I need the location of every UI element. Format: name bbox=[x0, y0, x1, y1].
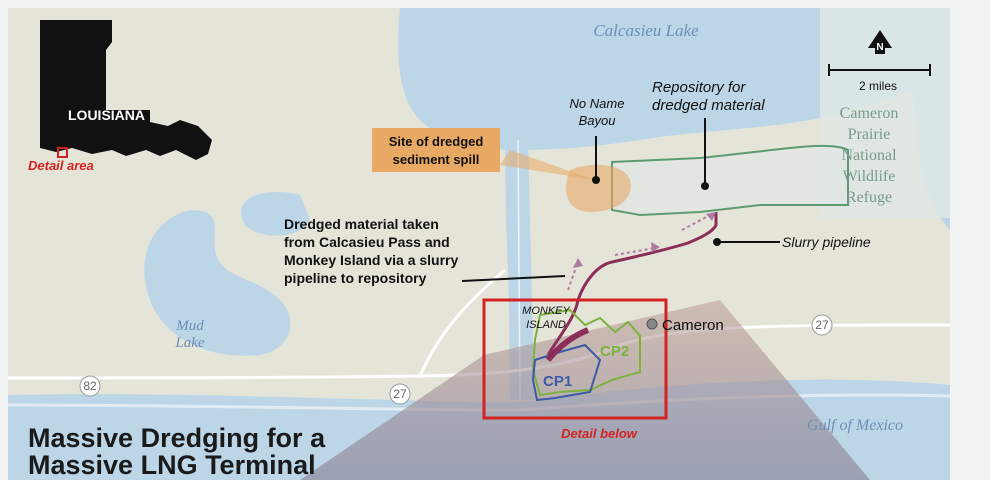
dredged-label-line3: Monkey Island via a slurry bbox=[284, 252, 459, 268]
detail-area-label: Detail area bbox=[28, 158, 94, 173]
refuge-label-line1: Cameron bbox=[840, 105, 899, 122]
louisiana-inset-map bbox=[40, 20, 212, 160]
no-name-bayou-line2: Bayou bbox=[579, 113, 616, 128]
louisiana-label: LOUISIANA bbox=[68, 107, 145, 123]
highway-shield-27-east: 27 bbox=[811, 314, 833, 336]
refuge-label-line5: Refuge bbox=[846, 189, 892, 206]
highway-shield-27-west: 27 bbox=[389, 383, 411, 405]
mud-lake-label-line2: Lake bbox=[174, 335, 205, 351]
monkey-island-line2: ISLAND bbox=[526, 319, 566, 331]
repository-label-line2: dredged material bbox=[652, 97, 765, 114]
spill-label-line2: sediment spill bbox=[393, 152, 480, 167]
repository-area bbox=[611, 144, 849, 217]
scale-label: 2 miles bbox=[859, 79, 897, 93]
repository-label-line1: Repository for bbox=[652, 79, 746, 96]
slurry-pipeline-label: Slurry pipeline bbox=[782, 234, 871, 250]
dredged-label-line1: Dredged material taken bbox=[284, 216, 439, 232]
dredged-label-line4: pipeline to repository bbox=[284, 270, 427, 286]
cp2-parcel bbox=[531, 308, 641, 397]
gulf-label: Gulf of Mexico bbox=[807, 417, 903, 434]
dredged-label-line2: from Calcasieu Pass and bbox=[284, 234, 450, 250]
mud-lake-east bbox=[241, 191, 310, 236]
no-name-bayou-line1: No Name bbox=[570, 96, 625, 111]
refuge-label-line4: Wildlife bbox=[843, 168, 896, 185]
highway-27-west-label: 27 bbox=[393, 387, 407, 401]
north-arrow-icon: N bbox=[868, 30, 892, 54]
leader-lines bbox=[461, 118, 780, 282]
detail-area-marker bbox=[57, 147, 68, 158]
mud-lake-label-line1: Mud bbox=[175, 318, 204, 334]
cameron-label: Cameron bbox=[662, 317, 724, 334]
cp1-label: CP1 bbox=[543, 373, 572, 390]
scale-bar: 2 miles bbox=[828, 64, 931, 93]
refuge-label-line3: National bbox=[841, 147, 897, 164]
detail-below-label: Detail below bbox=[561, 426, 638, 441]
spill-callout-wedge bbox=[500, 150, 595, 180]
calcasieu-lake bbox=[398, 8, 950, 150]
highway-82-label: 82 bbox=[83, 379, 97, 393]
leader-dots bbox=[592, 176, 721, 246]
spill-label-line1: Site of dredged bbox=[389, 134, 484, 149]
title-line2: Massive LNG Terminal bbox=[28, 450, 316, 480]
highway-shield-82: 82 bbox=[79, 375, 101, 397]
cp1-parcel bbox=[531, 343, 602, 402]
flow-arrowheads bbox=[573, 212, 716, 268]
slurry-pipeline-route bbox=[546, 212, 718, 356]
monkey-island-line1: MONKEY bbox=[522, 305, 570, 317]
mud-lake bbox=[144, 210, 291, 356]
refuge-label-line2: Prairie bbox=[848, 126, 891, 143]
spill-label-box bbox=[372, 128, 500, 172]
detail-box bbox=[482, 298, 668, 420]
title-line1: Massive Dredging for a bbox=[28, 423, 326, 453]
cameron-marker bbox=[646, 318, 658, 330]
highway-27-east-label: 27 bbox=[815, 318, 829, 332]
north-label: N bbox=[876, 42, 883, 53]
monkey-island-pipeline bbox=[545, 327, 590, 362]
calcasieu-lake-label: Calcasieu Lake bbox=[593, 21, 699, 40]
cp2-label: CP2 bbox=[600, 343, 629, 360]
